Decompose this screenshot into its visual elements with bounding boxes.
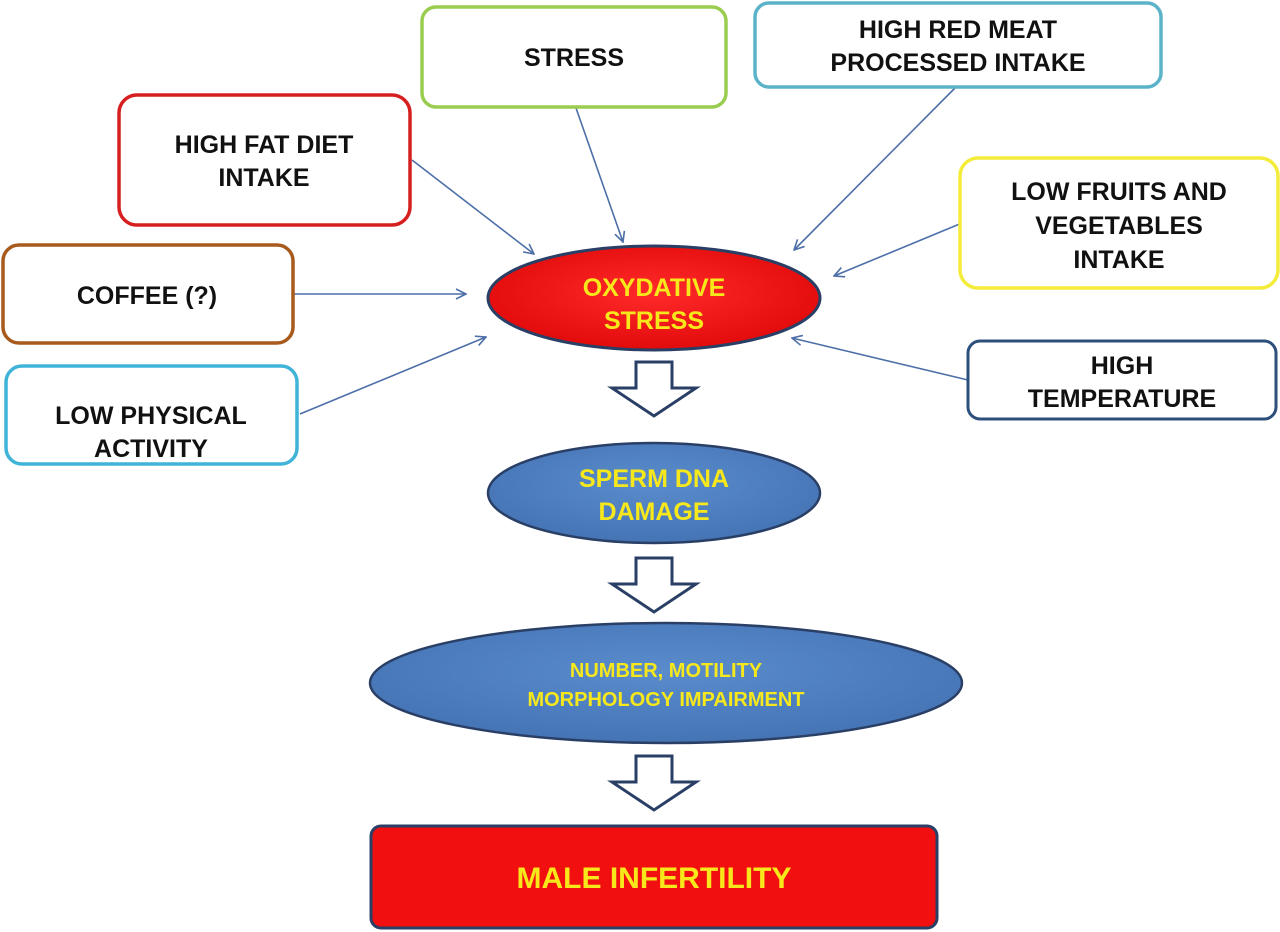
factor-temperature-label-1: HIGH — [1091, 352, 1154, 380]
down-arrow-2 — [607, 556, 701, 614]
node-dna-label-2: DAMAGE — [598, 498, 709, 526]
factor-stress-label: STRESS — [524, 44, 624, 72]
factor-red-meat: HIGH RED MEAT PROCESSED INTAKE — [753, 1, 1163, 89]
arrow-stress-to-oxidative — [575, 107, 623, 242]
node-oxidative-stress: OXYDATIVE STRESS — [486, 244, 822, 352]
node-oxidative-label-1: OXYDATIVE — [583, 274, 726, 302]
down-arrow-1 — [607, 360, 701, 418]
factor-high-fat-label-1: HIGH FAT DIET — [175, 131, 354, 159]
node-params-label-1: NUMBER, MOTILITY — [570, 660, 763, 682]
arrow-fruits-to-oxidative — [834, 222, 963, 276]
factor-coffee: COFFEE (?) — [1, 243, 295, 345]
factor-high-fat-label-2: INTAKE — [218, 164, 309, 192]
node-dna-ellipse — [486, 441, 822, 545]
factor-fruits-veg-label-1: LOW FRUITS AND — [1011, 178, 1227, 206]
factor-red-meat-label-1: HIGH RED MEAT — [859, 16, 1057, 44]
factor-temperature-label-2: TEMPERATURE — [1028, 385, 1216, 413]
factor-physical-box — [4, 364, 299, 466]
factor-coffee-label: COFFEE (?) — [77, 282, 217, 310]
factor-high-fat-box — [117, 93, 412, 227]
node-infertility-label: MALE INFERTILITY — [517, 862, 792, 895]
factor-physical-label-2: ACTIVITY — [94, 435, 208, 463]
node-sperm-parameters: NUMBER, MOTILITY MORPHOLOGY IMPAIRMENT — [368, 621, 964, 745]
node-oxidative-label-2: STRESS — [604, 307, 704, 335]
node-male-infertility: MALE INFERTILITY — [369, 824, 939, 930]
arrow-redmeat-to-oxidative — [794, 87, 956, 250]
connector-arrows — [294, 87, 969, 415]
factor-fruits-veg-label-2: VEGETABLES — [1035, 212, 1203, 240]
arrow-temperature-to-oxidative — [792, 338, 969, 381]
factor-physical-activity: LOW PHYSICAL ACTIVITY — [4, 364, 299, 466]
node-sperm-dna-damage: SPERM DNA DAMAGE — [486, 441, 822, 545]
node-params-ellipse — [368, 621, 964, 745]
factor-red-meat-box — [753, 1, 1163, 89]
factor-fruits-veg-box — [958, 156, 1280, 290]
factor-red-meat-label-2: PROCESSED INTAKE — [830, 49, 1085, 77]
down-arrow-3 — [607, 754, 701, 812]
arrow-physical-to-oxidative — [299, 337, 486, 415]
factor-coffee-box — [1, 243, 295, 345]
node-oxidative-ellipse — [486, 244, 822, 352]
node-params-label-2: MORPHOLOGY IMPAIRMENT — [527, 689, 804, 711]
factor-physical-label-1: LOW PHYSICAL — [55, 402, 247, 430]
factor-fruits-veg: LOW FRUITS AND VEGETABLES INTAKE — [958, 156, 1280, 290]
arrow-highfat-to-oxidative — [411, 159, 534, 254]
factor-stress-box — [420, 5, 728, 109]
factor-temperature-box — [966, 339, 1278, 421]
node-infertility-box — [369, 824, 939, 930]
factor-fruits-veg-label-3: INTAKE — [1073, 246, 1164, 274]
factor-high-fat: HIGH FAT DIET INTAKE — [117, 93, 412, 227]
node-dna-label-1: SPERM DNA — [579, 465, 729, 493]
factor-temperature: HIGH TEMPERATURE — [966, 339, 1278, 421]
factor-stress: STRESS — [420, 5, 728, 109]
